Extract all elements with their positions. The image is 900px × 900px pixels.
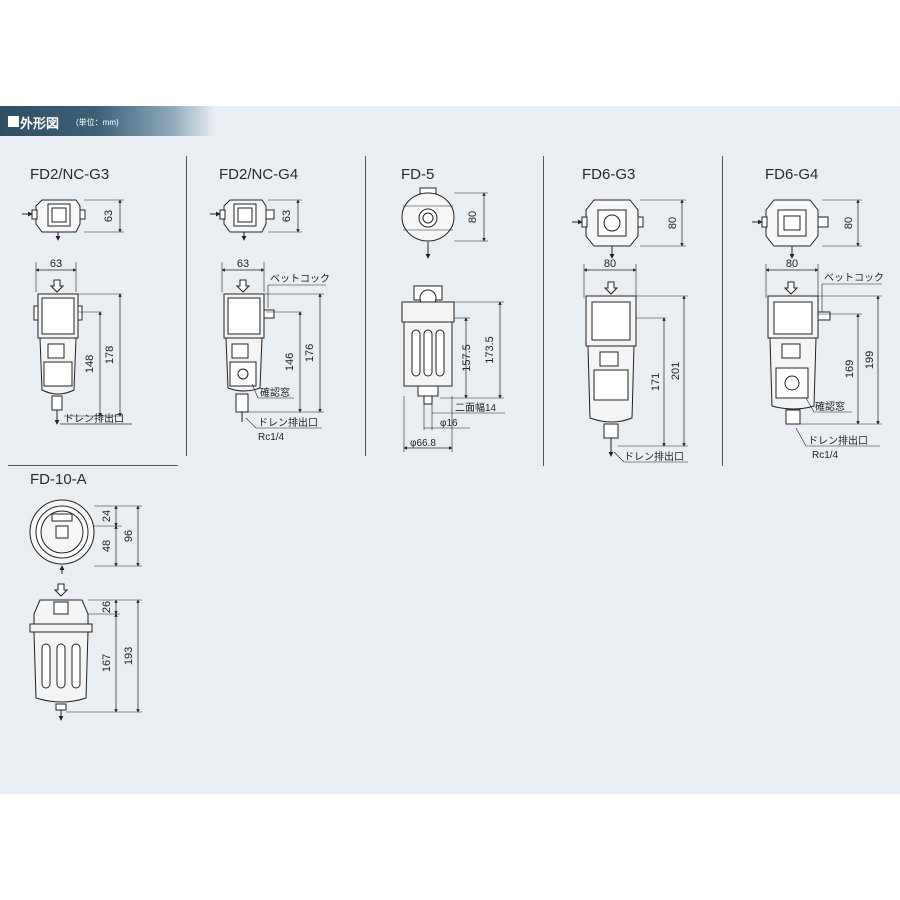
- model-name-fd2-nc-g3: FD2/NC-G3: [30, 166, 110, 183]
- label-cock: ベットコック: [824, 272, 884, 284]
- dim-h2: 201: [670, 362, 682, 380]
- label-phi-small: φ16: [440, 418, 458, 429]
- dim-h2: 178: [104, 346, 116, 364]
- dim-h2: 199: [864, 351, 876, 369]
- fd2-nc-g4-drawing: [210, 199, 326, 429]
- label-drain: ドレン排出口: [624, 450, 684, 463]
- dim-top-height: 80: [467, 211, 479, 223]
- label-port: Rc1/4: [258, 432, 285, 443]
- fd-5-drawing: [401, 187, 505, 452]
- label-drain: ドレン排出口: [808, 434, 868, 447]
- fd6-g4-drawing: [752, 199, 882, 447]
- dim-d1: 24: [101, 510, 113, 522]
- unit-note: (単位：mm): [76, 118, 119, 127]
- label-cock: ベットコック: [270, 273, 330, 285]
- dim-h0: 26: [101, 601, 113, 613]
- dim-width: 63: [50, 258, 62, 270]
- dim-h1: 169: [844, 360, 856, 378]
- dim-h2: 173.5: [484, 336, 496, 364]
- label-flat: 二面幅14: [455, 401, 497, 414]
- fd6-g3-drawing: [572, 199, 688, 463]
- column-divider: [543, 156, 544, 466]
- dim-top-height: 63: [281, 210, 293, 222]
- dim-h2: 176: [304, 344, 316, 362]
- dim-h1: 146: [284, 353, 296, 371]
- fd-10-a-drawing: [29, 499, 142, 721]
- label-drain: ドレン排出口: [64, 412, 124, 425]
- dim-width: 63: [237, 258, 249, 270]
- model-name-fd6-g4: FD6-G4: [765, 166, 819, 183]
- column-divider: [365, 156, 366, 456]
- dim-d2: 48: [101, 540, 113, 552]
- label-port: Rc1/4: [812, 450, 839, 461]
- label-drain: ドレン排出口: [258, 416, 318, 429]
- dim-h1: 167: [101, 654, 113, 672]
- dim-top-height: 80: [843, 217, 855, 229]
- model-name-fd6-g3: FD6-G3: [582, 166, 636, 183]
- dim-width: 80: [604, 258, 616, 270]
- section-title: 外形図: [20, 116, 60, 131]
- column-divider: [722, 156, 723, 466]
- model-name-fd-5: FD-5: [401, 166, 435, 183]
- dim-h2: 193: [123, 647, 135, 665]
- dim-top-height: 63: [103, 210, 115, 222]
- label-window: 確認窓: [260, 386, 290, 399]
- dim-h1: 148: [84, 355, 96, 373]
- model-name-fd-10-a: FD-10-A: [30, 471, 87, 488]
- label-window: 確認窓: [815, 400, 845, 413]
- column-divider: [186, 156, 187, 456]
- dim-h1: 157.5: [461, 344, 473, 372]
- dim-d3: 96: [123, 530, 135, 542]
- dim-width: 80: [786, 258, 798, 270]
- dim-top-height: 80: [667, 217, 679, 229]
- dim-h1: 171: [650, 373, 662, 391]
- row-divider: [8, 465, 178, 466]
- section-header: 外形図 (単位：mm): [0, 106, 215, 136]
- fd2-nc-g3-drawing: [22, 199, 132, 425]
- model-name-fd2-nc-g4: FD2/NC-G4: [219, 166, 299, 183]
- header-square-icon: [8, 116, 19, 127]
- label-phi-big: φ66.8: [410, 438, 436, 449]
